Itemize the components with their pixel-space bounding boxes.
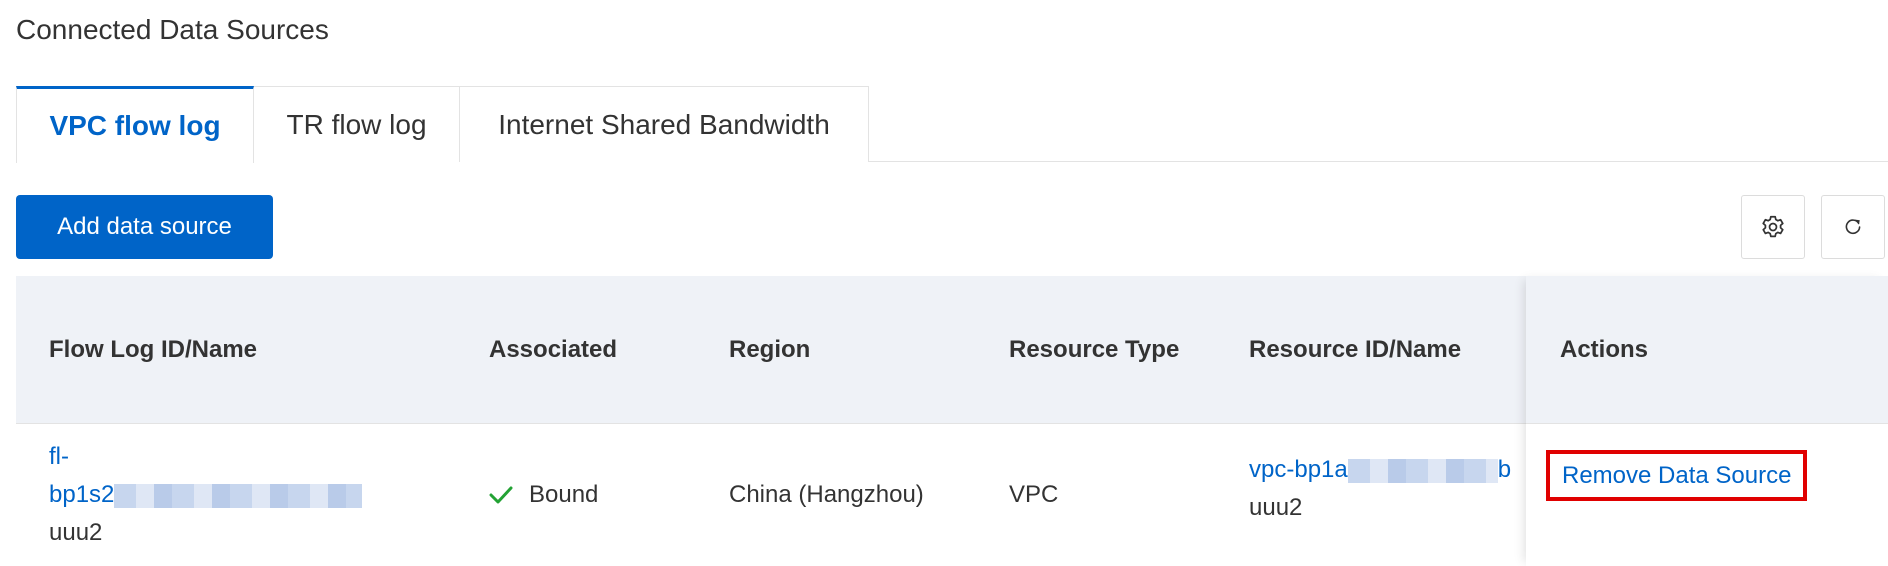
column-header-resource-type: Resource Type bbox=[1009, 336, 1180, 363]
table-row: fl- bp1s2 uuu2 bbox=[49, 424, 479, 566]
tab-bar: VPC flow log TR flow log Internet Shared… bbox=[16, 86, 1888, 163]
add-data-source-button[interactable]: Add data source bbox=[16, 195, 273, 259]
flow-log-name: uuu2 bbox=[49, 519, 103, 546]
flow-log-id-link[interactable]: fl- bbox=[49, 443, 69, 470]
associated-cell: Bound bbox=[489, 424, 598, 566]
status-text: Bound bbox=[529, 481, 599, 508]
settings-button[interactable] bbox=[1741, 195, 1805, 259]
column-header-region: Region bbox=[729, 336, 811, 363]
resource-id-link-tail[interactable]: b bbox=[1497, 456, 1512, 483]
column-header-associated: Associated bbox=[489, 336, 618, 363]
refresh-button[interactable] bbox=[1821, 195, 1885, 259]
redacted-text bbox=[1347, 458, 1498, 483]
region-cell: China (Hangzhou) bbox=[729, 481, 924, 508]
flow-log-id-link-cont[interactable]: bp1s2 bbox=[49, 481, 115, 508]
checkmark-icon bbox=[489, 486, 513, 504]
column-header-resource-id: Resource ID/Name bbox=[1249, 336, 1462, 363]
column-header-flow-log-id: Flow Log ID/Name bbox=[49, 336, 258, 363]
tab-divider bbox=[16, 161, 1888, 162]
resource-name: uuu2 bbox=[1249, 494, 1303, 521]
resource-id-link[interactable]: vpc-bp1a bbox=[1249, 456, 1348, 483]
flow-log-cell: fl- bp1s2 uuu2 bbox=[49, 438, 363, 552]
actions-header-cell: Actions bbox=[1526, 276, 1888, 424]
column-header-actions: Actions bbox=[1560, 336, 1649, 363]
tab-tr-flow-log[interactable]: TR flow log bbox=[253, 86, 460, 162]
page-title: Connected Data Sources bbox=[16, 14, 329, 45]
remove-data-source-link[interactable]: Remove Data Source bbox=[1546, 450, 1808, 501]
gear-icon bbox=[1762, 215, 1784, 238]
tab-internet-shared-bandwidth[interactable]: Internet Shared Bandwidth bbox=[459, 86, 869, 162]
redacted-text bbox=[114, 483, 363, 508]
resource-id-cell: vpc-bp1a b uuu2 bbox=[1249, 424, 1519, 566]
actions-cell: Remove Data Source bbox=[1526, 424, 1888, 566]
resource-type-cell: VPC bbox=[1009, 481, 1059, 508]
tab-vpc-flow-log[interactable]: VPC flow log bbox=[16, 86, 254, 163]
data-source-table: Flow Log ID/Name Associated Region Resou… bbox=[16, 276, 1888, 566]
actions-column: Actions Remove Data Source bbox=[1526, 276, 1888, 566]
refresh-icon bbox=[1845, 219, 1861, 235]
